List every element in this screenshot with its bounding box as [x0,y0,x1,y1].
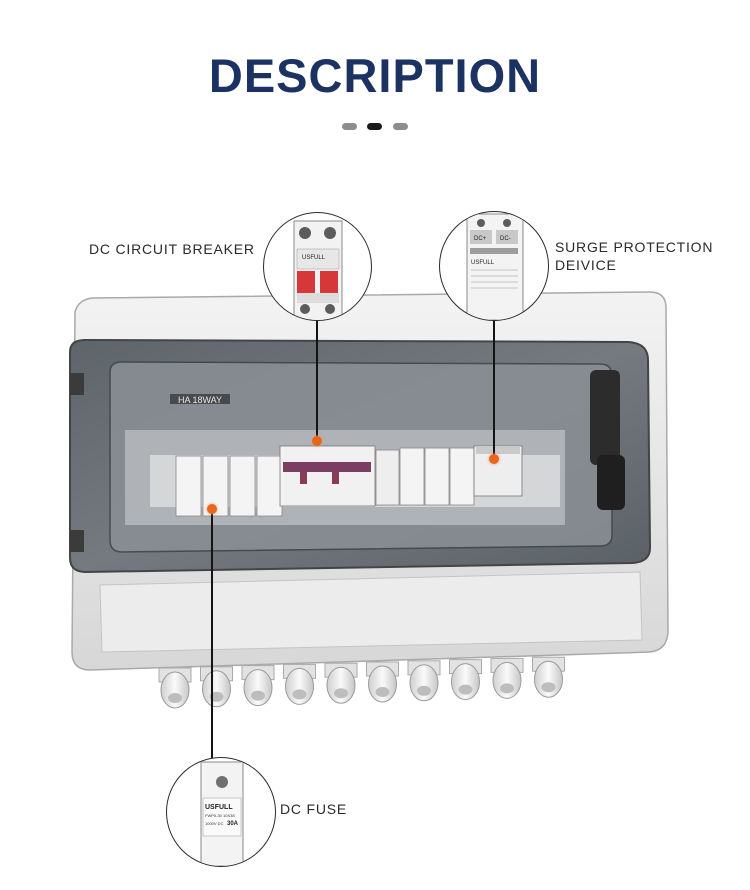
cable-gland [241,665,275,707]
cable-gland [532,656,565,698]
carousel-dot-active[interactable] [367,123,382,130]
carousel-dot[interactable] [342,123,357,130]
cable-gland [366,661,399,703]
hotspot-breaker[interactable] [312,436,322,446]
cable-gland [449,659,482,701]
carousel-dot[interactable] [393,123,408,130]
cable-gland [490,657,524,699]
cable-gland [407,660,441,702]
carousel-indicator [342,123,412,131]
spd-zoom-image: DC+ DC- USFULL [439,211,549,321]
callout-line-breaker [316,318,318,443]
fuse-model: FWP0-30 10X38 [205,813,235,818]
enclosure-nameplate: HA 18WAY [178,395,222,405]
cable-gland [200,666,233,708]
cable-gland [283,663,316,705]
hotspot-spd[interactable] [489,454,499,464]
spd-label-line1: SURGE PROTECTION [555,239,714,255]
combiner-box-image: HA 18WAY [69,291,669,709]
fuse-brand: USFULL [205,804,233,811]
breaker-label: DC CIRCUIT BREAKER [89,241,255,257]
spd-pole1-label: DC+ [474,236,487,242]
cable-gland-row [158,656,565,709]
spd-label-line2: DEIVICE [555,257,617,273]
callout-line-fuse [211,512,213,762]
fuse-label: DC FUSE [280,801,348,817]
fuse-current: 30A [227,821,239,827]
hotspot-fuse[interactable] [207,504,217,514]
spd-brand: USFULL [471,260,495,266]
callout-line-spd [493,316,495,460]
page-title: DESCRIPTION [208,49,542,102]
breaker-brand: USFULL [302,255,326,261]
cable-gland [158,667,192,709]
fuse-zoom-image: USFULL FWP0-30 10X38 1000V DC 30A [166,757,276,867]
cable-gland [324,662,358,704]
spd-pole2-label: DC- [500,236,511,242]
breaker-zoom-image: USFULL [263,212,372,321]
fuse-voltage: 1000V DC [205,821,224,826]
